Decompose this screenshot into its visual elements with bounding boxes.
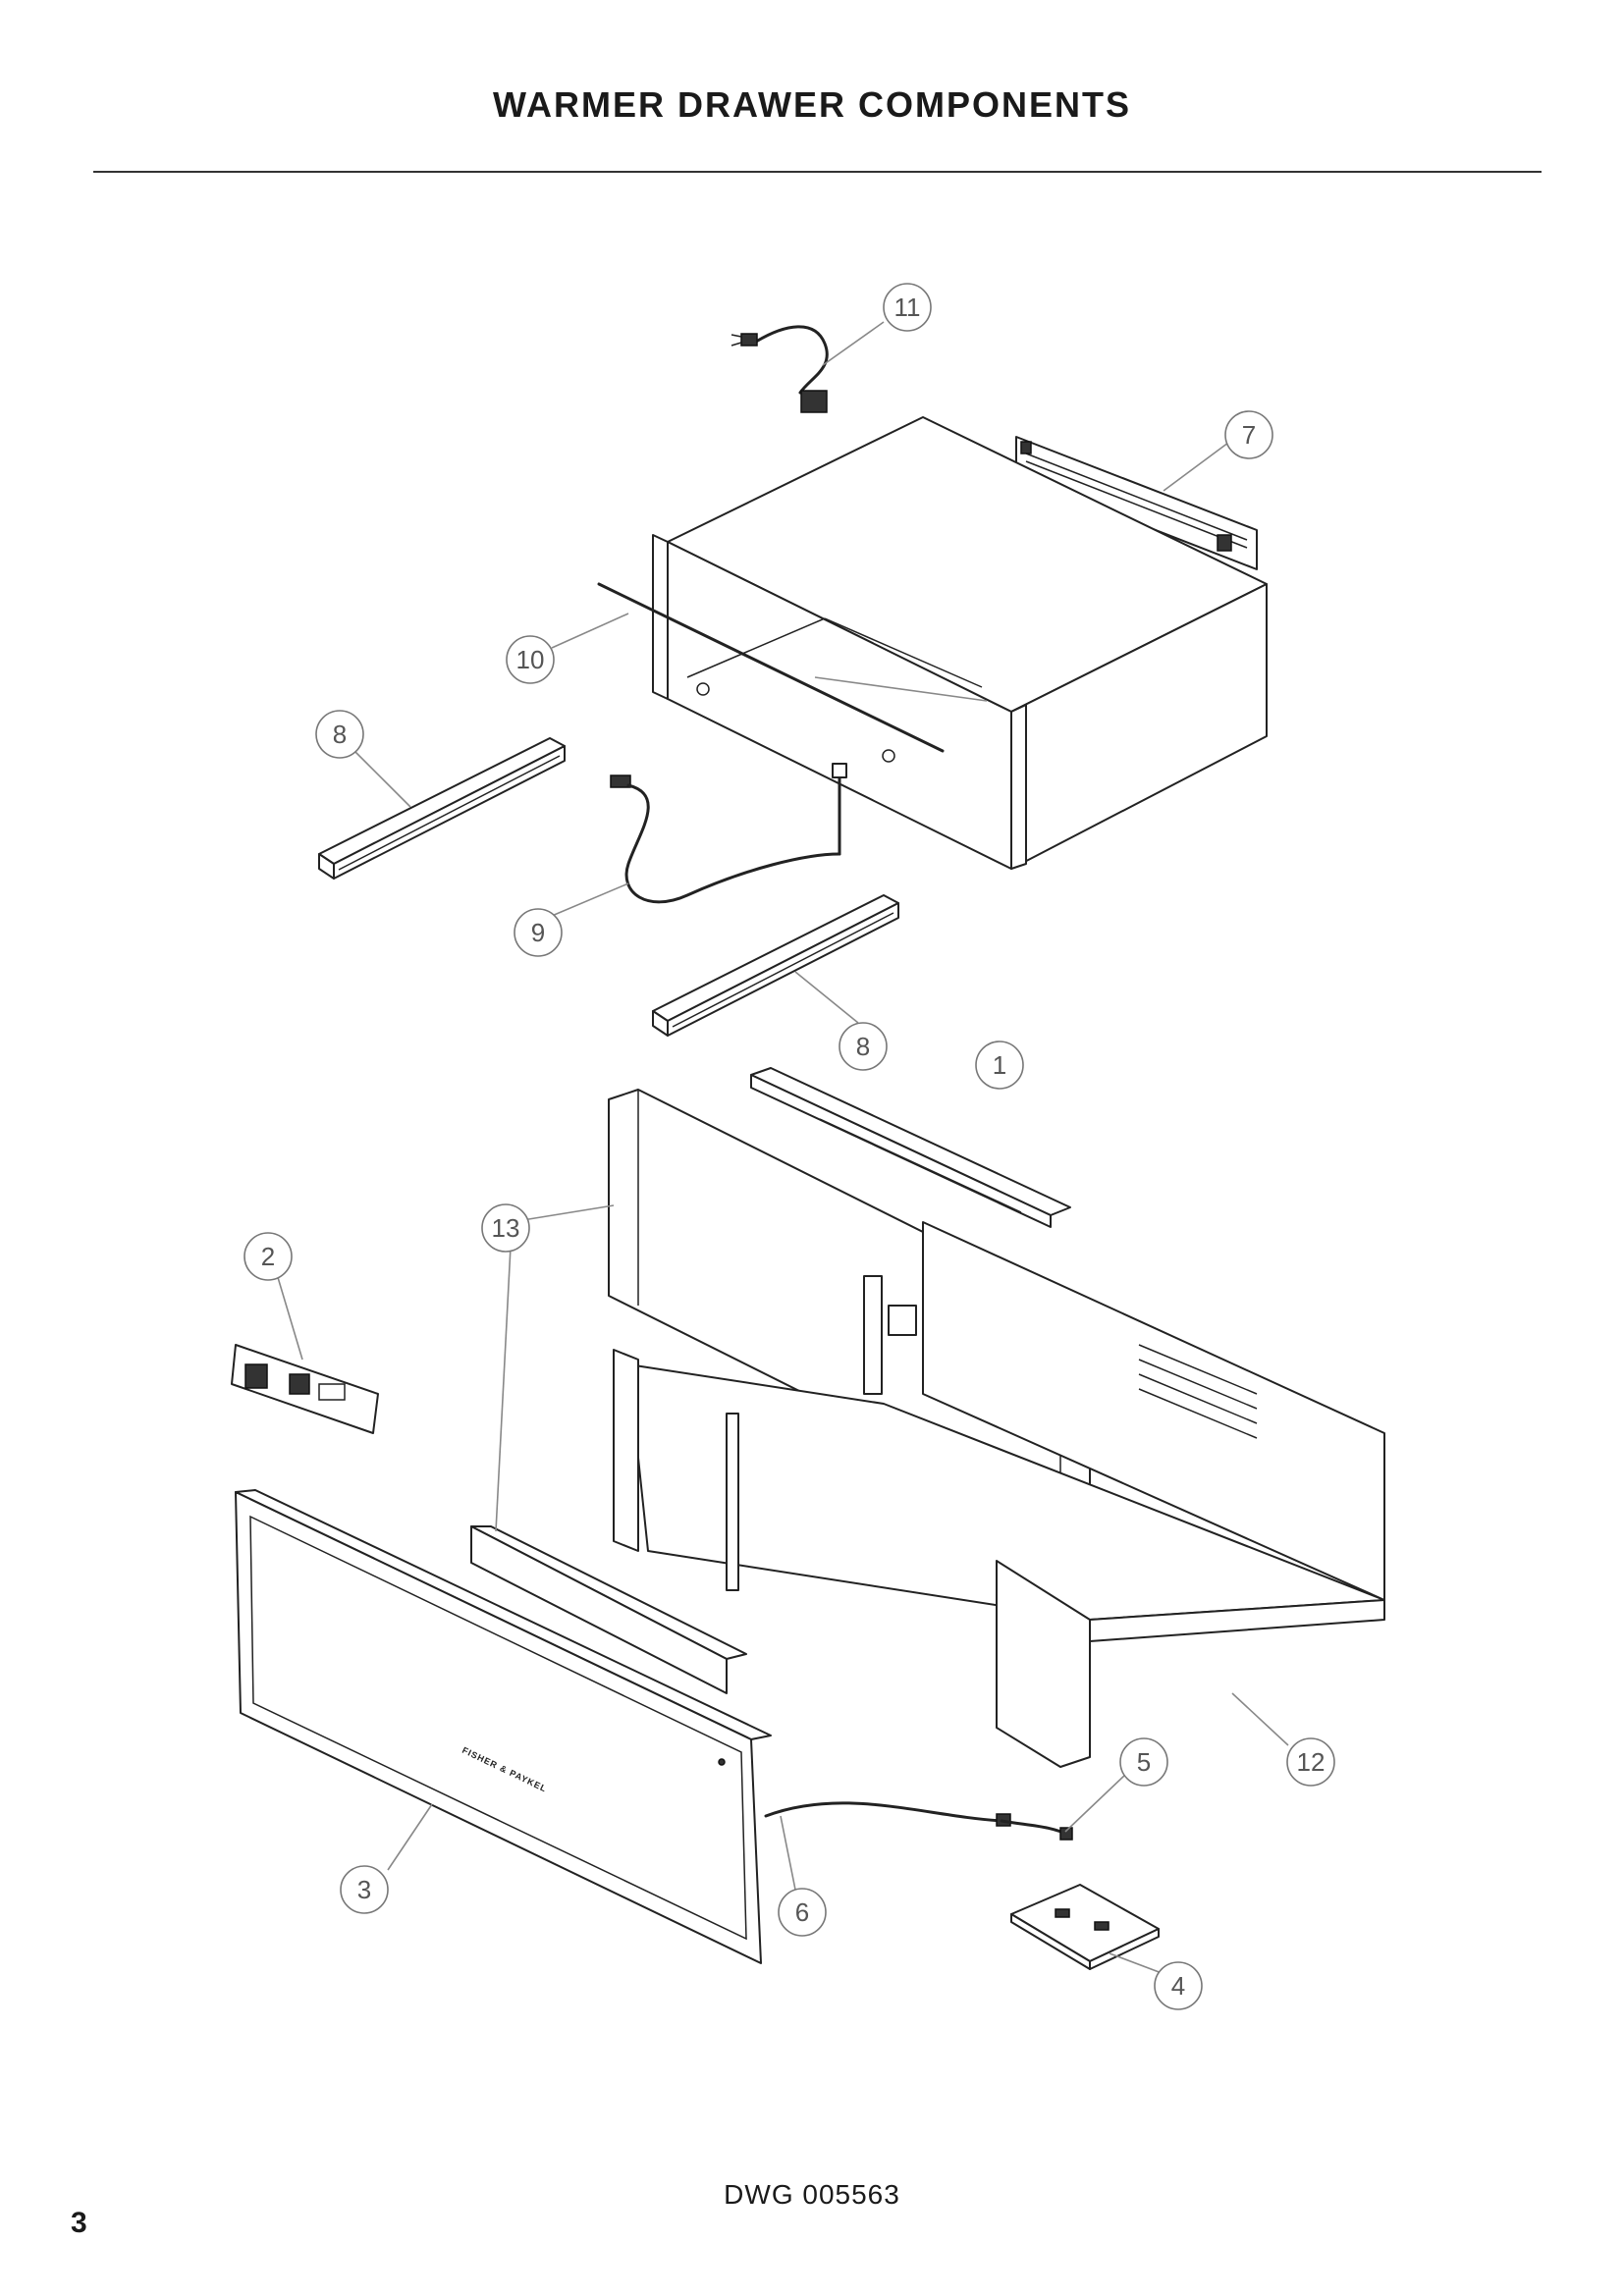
svg-text:3: 3 (357, 1875, 371, 1904)
part-front-trim-bar (470, 1525, 747, 1694)
part-control-panel (750, 1067, 1071, 1228)
svg-text:7: 7 (1242, 420, 1256, 450)
callout-5: 5 (1119, 1737, 1168, 1787)
part-right-runner (652, 894, 899, 1037)
callout-11: 11 (883, 283, 932, 332)
callout-9: 9 (514, 908, 563, 957)
part-wiring-harness (610, 763, 847, 904)
title-divider (93, 171, 1542, 173)
svg-text:12: 12 (1297, 1747, 1326, 1777)
part-drawer-tub (613, 1221, 1385, 1768)
callout-6: 6 (778, 1888, 827, 1937)
part-left-runner (318, 737, 566, 880)
callout-4: 4 (1154, 1961, 1203, 2010)
part-outer-housing (597, 416, 1268, 870)
drawing-number: DWG 005563 (724, 2179, 900, 2210)
callout-8-upper: 8 (315, 710, 364, 759)
page-title: WARMER DRAWER COMPONENTS (493, 84, 1131, 125)
svg-text:6: 6 (795, 1897, 809, 1927)
svg-text:4: 4 (1171, 1971, 1185, 2001)
svg-text:2: 2 (261, 1242, 275, 1271)
callout-7: 7 (1224, 410, 1273, 459)
page-number: 3 (71, 2207, 87, 2239)
callout-3: 3 (340, 1865, 389, 1914)
callout-12: 12 (1286, 1737, 1335, 1787)
part-front-fascia: FISHER & PAYKEL (235, 1489, 772, 1964)
svg-text:5: 5 (1137, 1747, 1151, 1777)
svg-text:13: 13 (492, 1213, 520, 1243)
part-sensor-lead (1000, 1819, 1073, 1841)
callout-10: 10 (506, 635, 555, 684)
svg-text:10: 10 (516, 645, 545, 674)
svg-text:9: 9 (531, 918, 545, 947)
leader-lines (276, 321, 1289, 1974)
callout-8-lower: 8 (839, 1022, 888, 1071)
callout-1: 1 (975, 1041, 1024, 1090)
part-control-pcb (231, 1344, 379, 1434)
svg-text:11: 11 (894, 293, 921, 322)
svg-text:1: 1 (993, 1050, 1006, 1080)
callout-2: 2 (244, 1232, 293, 1281)
part-fascia-cable (764, 1801, 1011, 1827)
svg-text:8: 8 (333, 720, 347, 749)
part-power-cord (731, 325, 829, 413)
part-control-module (1010, 1884, 1160, 1970)
callout-13: 13 (481, 1203, 530, 1253)
svg-text:8: 8 (856, 1032, 870, 1061)
